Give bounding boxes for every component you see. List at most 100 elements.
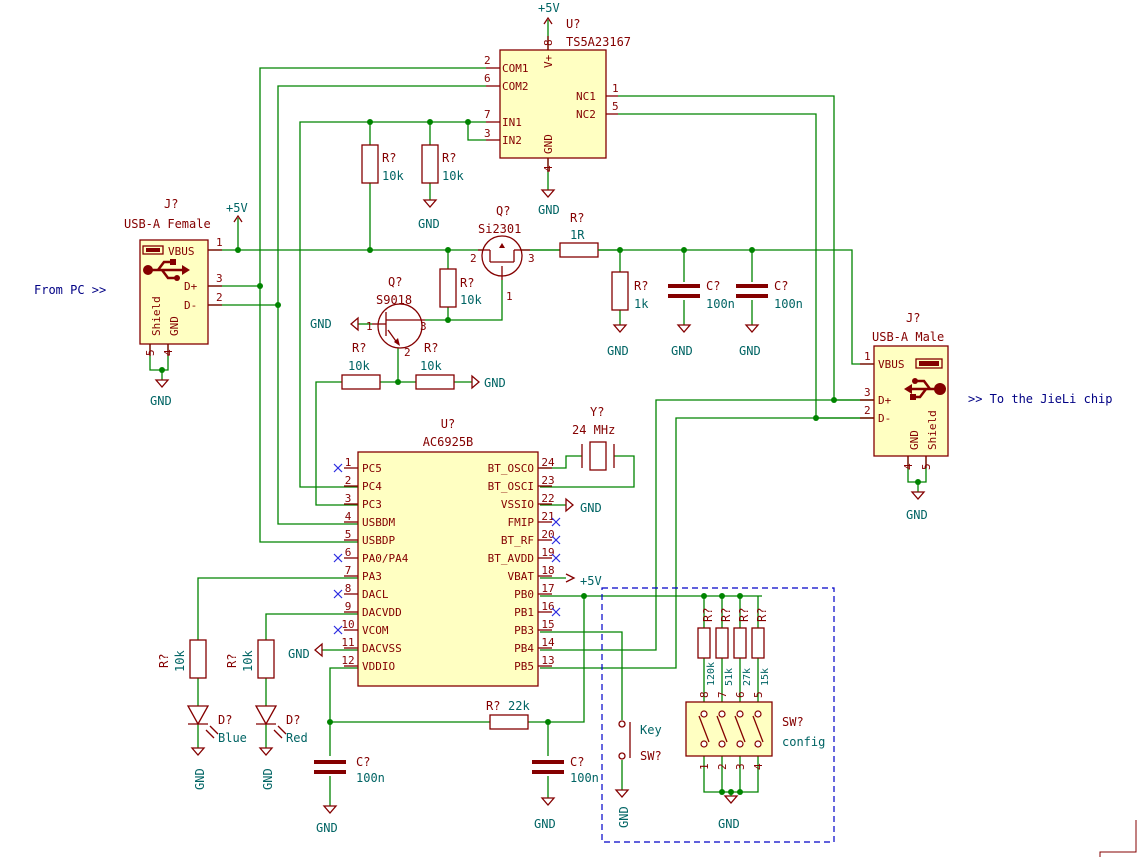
r-vddio-value: 22k xyxy=(508,699,530,713)
switch-value: TS5A23167 xyxy=(566,35,631,49)
usb-female-value: USB-A Female xyxy=(124,217,211,231)
pin-gnd: GND xyxy=(168,316,181,336)
r-gnd-ref: R? xyxy=(442,151,456,165)
gnd-label: GND xyxy=(261,768,275,790)
mcu-pin-dacl: DACL xyxy=(362,588,389,601)
pnum-1: 1 xyxy=(506,290,513,303)
mosfet-value: Si2301 xyxy=(478,222,521,236)
pnum-1: 1 xyxy=(366,320,373,333)
pin-in2: IN2 xyxy=(502,134,522,147)
switch-ic: U? TS5A23167 COM1 COM2 IN1 IN2 NC1 NC2 V… xyxy=(484,17,631,172)
c-vbat-value: 100n xyxy=(570,771,599,785)
dip-pin-1: 1 xyxy=(698,763,711,770)
mcu-pin-number: 3 xyxy=(345,492,352,505)
usb-female-connector: J? USB-A Female VBUS D+ D- Shield GND 1 … xyxy=(124,197,223,356)
sheet-border-corner xyxy=(1099,820,1137,857)
pnum-4: 4 xyxy=(542,165,555,172)
gnd-label: GND xyxy=(484,376,506,390)
pnum-3: 3 xyxy=(528,252,535,265)
mcu-pin-pa0-pa4: PA0/PA4 xyxy=(362,552,409,565)
dip-switch: SW? config 8 7 6 5 1 2 3 4 xyxy=(685,691,825,770)
gnd-label: GND xyxy=(607,344,629,358)
mosfet-ref: Q? xyxy=(496,204,510,218)
led-red: D? Red xyxy=(254,705,308,745)
mcu-pin-number: 10 xyxy=(341,618,354,631)
capacitors: C? 100n C? 100n C? 100n C? 100n xyxy=(314,279,803,785)
gnd-label: GND xyxy=(310,317,332,331)
mcu-pin-dacvdd: DACVDD xyxy=(362,606,402,619)
mcu-pin-bt-osci: BT_OSCI xyxy=(488,480,534,493)
npn-value: S9018 xyxy=(376,293,412,307)
r-red-value: 10k xyxy=(241,650,255,672)
gnd-label: GND xyxy=(150,394,172,408)
config-resistors: R? R? R? R? 120k 51k 27k 15k xyxy=(697,608,771,686)
mcu-pin-number: 17 xyxy=(541,582,554,595)
r-series-ref: R? xyxy=(570,211,584,225)
r-cfg-3-ref: R? xyxy=(737,608,751,622)
r-cfg-2-ref: R? xyxy=(719,608,733,622)
pin-vplus: V+ xyxy=(542,54,555,68)
mcu-pin-number: 9 xyxy=(345,600,352,613)
c2-ref: C? xyxy=(774,279,788,293)
pnum-2: 2 xyxy=(216,291,223,304)
config-region-box xyxy=(601,587,835,843)
dip-ref: SW? xyxy=(782,715,804,729)
r-in1-value: 10k xyxy=(382,169,404,183)
dip-value: config xyxy=(782,735,825,749)
gnd-label: GND xyxy=(718,817,740,831)
led-blue-ref: D? xyxy=(218,713,232,727)
dip-contact xyxy=(754,740,762,748)
dip-lever xyxy=(698,715,710,743)
to-chip-note: >> To the JieLi chip xyxy=(968,392,1113,406)
mcu-pin-pc5: PC5 xyxy=(362,462,382,475)
pnum-5: 5 xyxy=(612,100,619,113)
pnum-7: 7 xyxy=(484,108,491,121)
dip-pin-6: 6 xyxy=(734,691,747,698)
pin-nc1: NC1 xyxy=(576,90,596,103)
mcu-pin-number: 2 xyxy=(345,474,352,487)
mcu-pin-fmip: FMIP xyxy=(508,516,535,529)
pnum-2: 2 xyxy=(470,252,477,265)
resistors: R? 10k R? 10k R? 10k R? 1R R? 1k R? 10k … xyxy=(157,144,649,730)
pnum-5: 5 xyxy=(920,463,933,470)
key-value: Key xyxy=(640,723,662,737)
c1-value: 100n xyxy=(706,297,735,311)
mcu-pin-usbdp: USBDP xyxy=(362,534,395,547)
dip-lever xyxy=(734,715,746,743)
r-vddio-ref: R? xyxy=(486,699,500,713)
dip-pin-3: 3 xyxy=(734,763,747,770)
r-base-gnd-ref: R? xyxy=(424,341,438,355)
pnum-4: 4 xyxy=(902,463,915,470)
c2-value: 100n xyxy=(774,297,803,311)
c-vbat-ref: C? xyxy=(570,755,584,769)
dip-pin-7: 7 xyxy=(716,691,729,698)
mcu-pin-number: 7 xyxy=(345,564,352,577)
gnd-label: GND xyxy=(739,344,761,358)
r-gnd-value: 10k xyxy=(442,169,464,183)
mcu-pin-dacvss: DACVSS xyxy=(362,642,402,655)
mcu-ref: U? xyxy=(441,417,455,431)
mcu-pin-number: 5 xyxy=(345,528,352,541)
mcu-pin-vcom: VCOM xyxy=(362,624,389,637)
dip-contact xyxy=(718,740,726,748)
pnum-3: 3 xyxy=(864,386,871,399)
pnum-1: 1 xyxy=(216,236,223,249)
mosfet-si2301: Q? Si2301 2 3 1 xyxy=(470,204,535,303)
gnd-label: GND xyxy=(418,217,440,231)
usb-male-connector: J? USB-A Male VBUS D+ D- GND Shield 1 3 … xyxy=(860,311,949,470)
mcu-pin-number: 18 xyxy=(541,564,554,577)
gnd-label: GND xyxy=(316,821,338,835)
mcu-pin-number: 21 xyxy=(541,510,554,523)
r-cfg-2-value: 51k xyxy=(724,668,735,686)
mcu-pin-pb3: PB3 xyxy=(514,624,534,637)
pin-nc2: NC2 xyxy=(576,108,596,121)
led-red-value: Red xyxy=(286,731,308,745)
gnd-label: GND xyxy=(288,647,310,661)
pnum-4: 4 xyxy=(162,349,175,356)
r-base-gnd-value: 10k xyxy=(420,359,442,373)
r-base-value: 10k xyxy=(348,359,370,373)
dip-contact xyxy=(700,740,708,748)
dip-contact xyxy=(736,710,744,718)
dip-pin-4: 4 xyxy=(752,763,765,770)
